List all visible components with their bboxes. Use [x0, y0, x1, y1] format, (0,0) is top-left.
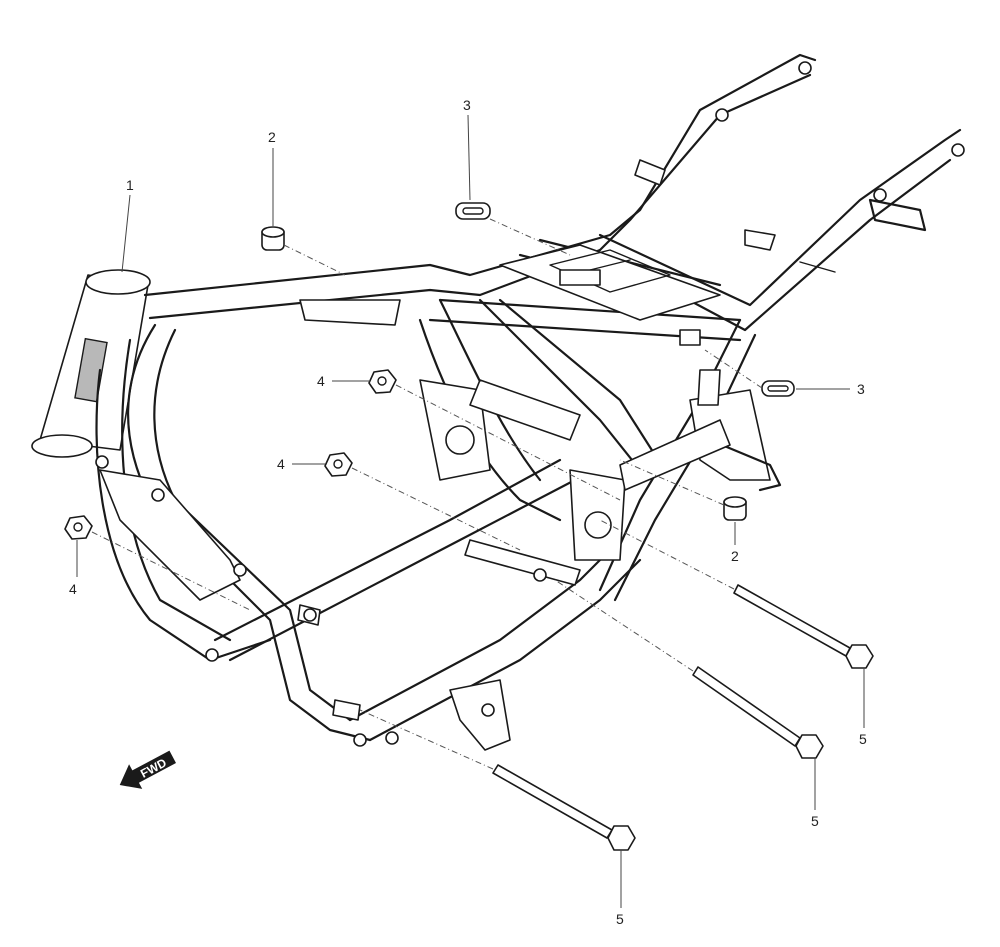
main-frame [31, 53, 965, 751]
leader-lines [76, 114, 865, 908]
direction-arrow-icon: FWD [119, 750, 177, 789]
part-5-bolt-c [492, 764, 636, 851]
part-4-nut-a [368, 369, 397, 394]
callout-5-c: 5 [616, 911, 624, 927]
part-4-nut-b [324, 452, 353, 477]
part-4-nut-c [64, 515, 93, 540]
part-3-grommet-lower [761, 380, 795, 397]
callout-3-lower: 3 [857, 381, 865, 397]
callout-labels: 1 2 3 4 4 4 2 3 5 5 5 [69, 97, 867, 927]
callout-2-lower: 2 [731, 548, 739, 564]
callout-3-upper: 3 [463, 97, 471, 113]
part-3-grommet-upper [455, 202, 491, 220]
assembly-lines [91, 218, 763, 770]
part-2-bush-upper [261, 226, 285, 251]
callout-4-b: 4 [277, 456, 285, 472]
callout-5-b: 5 [811, 813, 819, 829]
callout-1: 1 [126, 177, 134, 193]
part-2-bush-lower [723, 496, 747, 521]
callout-5-a: 5 [859, 731, 867, 747]
part-5-bolt-b [692, 666, 824, 759]
callout-4-c: 4 [69, 581, 77, 597]
part-5-bolt-a [733, 584, 874, 669]
callout-2-upper: 2 [268, 129, 276, 145]
callout-4-a: 4 [317, 373, 325, 389]
